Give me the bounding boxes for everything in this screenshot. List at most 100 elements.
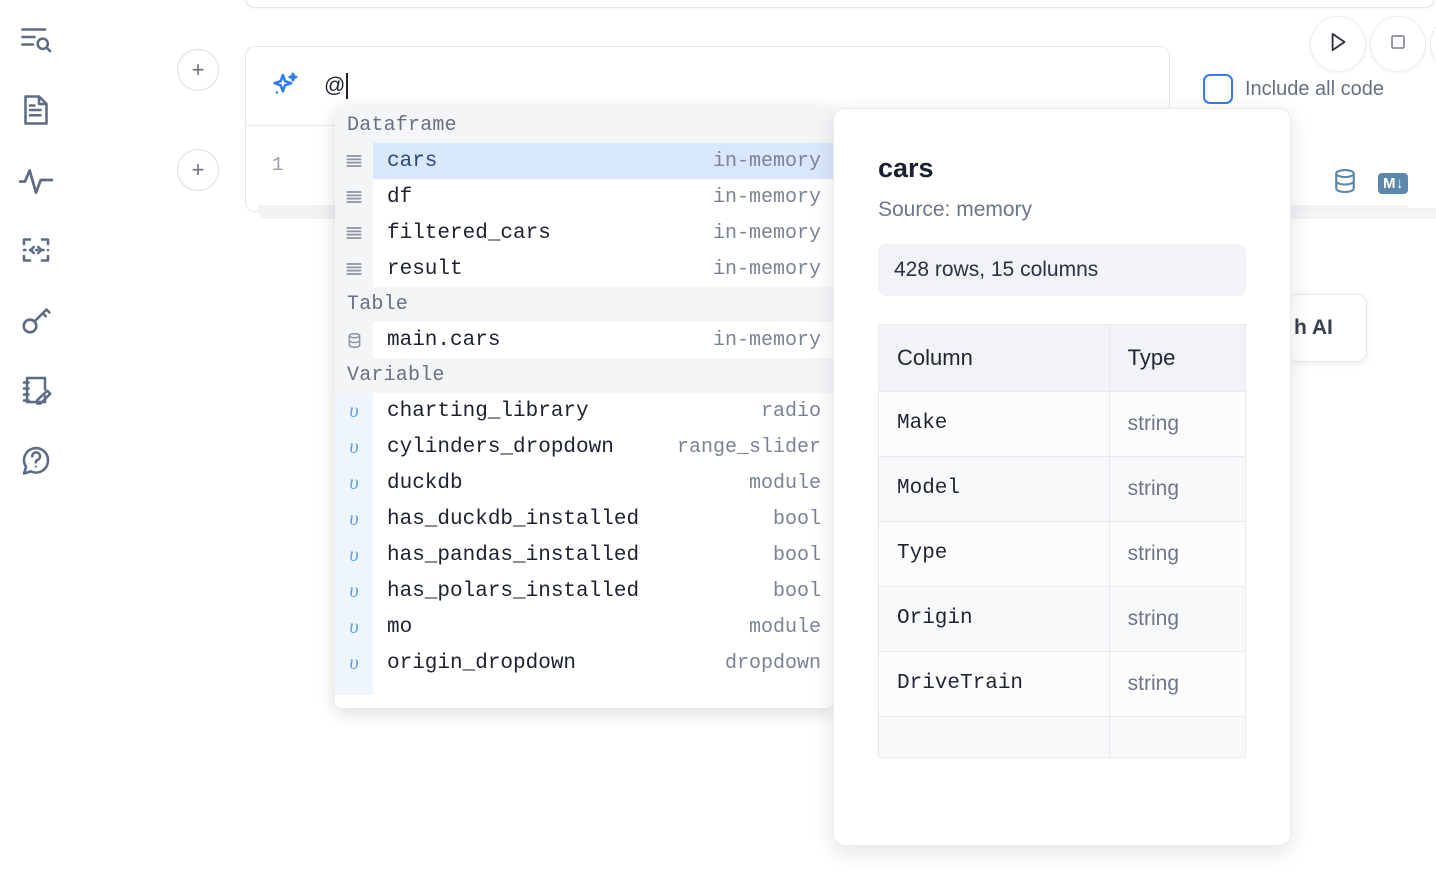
left-sidebar bbox=[0, 0, 72, 874]
help-chat-icon[interactable] bbox=[14, 438, 58, 482]
ai-sparkle-icon bbox=[268, 69, 302, 103]
output-type-icons: M ↓ bbox=[1330, 166, 1408, 201]
dataframe-icon bbox=[335, 179, 373, 215]
autocomplete-item[interactable]: df in-memory bbox=[335, 179, 833, 215]
autocomplete-item[interactable]: υ mo module bbox=[335, 609, 833, 645]
autocomplete-item-meta: bool bbox=[772, 543, 821, 567]
stop-button[interactable] bbox=[1370, 16, 1426, 72]
mention-autocomplete-dropdown[interactable]: Dataframe cars in-memory df in-memory bbox=[335, 108, 833, 708]
autocomplete-item-name: filtered_cars bbox=[387, 221, 551, 245]
run-button[interactable] bbox=[1310, 16, 1366, 72]
autocomplete-item-meta: in-memory bbox=[712, 185, 821, 209]
section-header-table: Table bbox=[335, 287, 833, 322]
cell-column-name: Make bbox=[879, 392, 1110, 457]
table-row-clipped bbox=[879, 717, 1245, 758]
variable-icon: υ bbox=[335, 573, 373, 609]
column-header-type: Type bbox=[1109, 325, 1245, 392]
cell-column-name: Type bbox=[879, 522, 1110, 587]
doc-schema-table: Column Type Make string Model string Typ… bbox=[878, 324, 1246, 758]
autocomplete-item-clipped[interactable] bbox=[335, 681, 833, 695]
markdown-icon[interactable]: M ↓ bbox=[1378, 173, 1408, 194]
output-strip bbox=[1178, 209, 1436, 219]
autocomplete-item[interactable]: result in-memory bbox=[335, 251, 833, 287]
autocomplete-item[interactable]: υ duckdb module bbox=[335, 465, 833, 501]
autocomplete-item-meta: in-memory bbox=[712, 221, 821, 245]
autocomplete-item-name: duckdb bbox=[387, 471, 463, 495]
scratchpad-edit-icon[interactable] bbox=[14, 368, 58, 412]
cell-run-toolbar bbox=[1310, 16, 1436, 72]
doc-shape-badge: 428 rows, 15 columns bbox=[878, 244, 1246, 296]
table-row: Type string bbox=[879, 522, 1245, 587]
code-snippet-icon[interactable] bbox=[14, 228, 58, 272]
autocomplete-item-meta: range_slider bbox=[676, 435, 821, 459]
generate-with-ai-card[interactable]: h AI bbox=[1287, 294, 1367, 362]
autocomplete-item[interactable]: filtered_cars in-memory bbox=[335, 215, 833, 251]
column-header-column: Column bbox=[879, 325, 1110, 392]
autocomplete-item[interactable]: main.cars in-memory bbox=[335, 322, 833, 358]
autocomplete-item-meta: in-memory bbox=[712, 328, 821, 352]
include-all-code-label: Include all code bbox=[1245, 77, 1384, 100]
ai-prompt-input[interactable]: @ bbox=[324, 73, 349, 99]
variable-icon: υ bbox=[335, 537, 373, 573]
table-row: Origin string bbox=[879, 587, 1245, 652]
key-icon[interactable] bbox=[14, 298, 58, 342]
dataframe-icon bbox=[335, 215, 373, 251]
markdown-badge-arrow: ↓ bbox=[1396, 175, 1404, 192]
database-icon[interactable] bbox=[1330, 166, 1360, 201]
autocomplete-item[interactable]: υ has_pandas_installed bool bbox=[335, 537, 833, 573]
autocomplete-item[interactable]: cars in-memory bbox=[335, 143, 833, 179]
play-icon bbox=[1325, 29, 1351, 60]
autocomplete-item[interactable]: υ cylinders_dropdown range_slider bbox=[335, 429, 833, 465]
cell-column-type: string bbox=[1109, 522, 1245, 587]
table-icon bbox=[335, 322, 373, 358]
doc-source: Source: memory bbox=[878, 198, 1033, 221]
table-header-row: Column Type bbox=[879, 325, 1245, 392]
cell-column-type: string bbox=[1109, 587, 1245, 652]
autocomplete-item-meta: in-memory bbox=[712, 257, 821, 281]
cell-column-type: string bbox=[1109, 392, 1245, 457]
add-cell-button-bottom[interactable]: + bbox=[177, 149, 219, 191]
cell-column-name: Origin bbox=[879, 587, 1110, 652]
include-all-code-row[interactable]: Include all code bbox=[1203, 74, 1384, 104]
ai-prompt-value: @ bbox=[324, 74, 346, 97]
text-caret bbox=[346, 73, 349, 99]
autocomplete-item-name: cylinders_dropdown bbox=[387, 435, 614, 459]
autocomplete-item-name: df bbox=[387, 185, 413, 209]
outline-search-icon[interactable] bbox=[14, 18, 58, 62]
section-header-dataframe: Dataframe bbox=[335, 108, 833, 143]
variable-icon: υ bbox=[335, 429, 373, 465]
autocomplete-item-name: charting_library bbox=[387, 399, 589, 423]
line-number: 1 bbox=[272, 154, 284, 176]
autocomplete-item-name: has_polars_installed bbox=[387, 579, 640, 603]
section-header-variable: Variable bbox=[335, 358, 833, 393]
variable-icon bbox=[335, 681, 373, 695]
activity-icon[interactable] bbox=[14, 158, 58, 202]
autocomplete-item-meta: module bbox=[748, 615, 821, 639]
autocomplete-item-name: main.cars bbox=[387, 328, 501, 352]
autocomplete-item-name: has_duckdb_installed bbox=[387, 507, 640, 531]
autocomplete-item[interactable]: υ has_polars_installed bool bbox=[335, 573, 833, 609]
autocomplete-item[interactable]: υ origin_dropdown dropdown bbox=[335, 645, 833, 681]
autocomplete-item[interactable]: υ charting_library radio bbox=[335, 393, 833, 429]
cell-column-name bbox=[879, 717, 1110, 758]
table-row: Make string bbox=[879, 392, 1245, 457]
variable-icon: υ bbox=[335, 609, 373, 645]
add-cell-button-top[interactable]: + bbox=[177, 49, 219, 91]
cell-column-type: string bbox=[1109, 457, 1245, 522]
markdown-badge-text: M bbox=[1383, 175, 1396, 192]
document-icon[interactable] bbox=[14, 88, 58, 132]
cell-column-type bbox=[1109, 717, 1245, 758]
variable-icon: υ bbox=[335, 393, 373, 429]
autocomplete-item-meta: in-memory bbox=[712, 149, 821, 173]
autocomplete-item-name: origin_dropdown bbox=[387, 651, 577, 675]
table-row: DriveTrain string bbox=[879, 652, 1245, 717]
previous-cell bbox=[245, 0, 1435, 8]
more-actions-button[interactable] bbox=[1430, 16, 1436, 72]
autocomplete-item[interactable]: υ has_duckdb_installed bool bbox=[335, 501, 833, 537]
include-all-code-checkbox[interactable] bbox=[1203, 74, 1233, 104]
dataframe-icon bbox=[335, 251, 373, 287]
variable-icon: υ bbox=[335, 501, 373, 537]
stop-icon bbox=[1386, 30, 1410, 59]
dataframe-doc-panel: cars Source: memory 428 rows, 15 columns… bbox=[833, 108, 1291, 846]
